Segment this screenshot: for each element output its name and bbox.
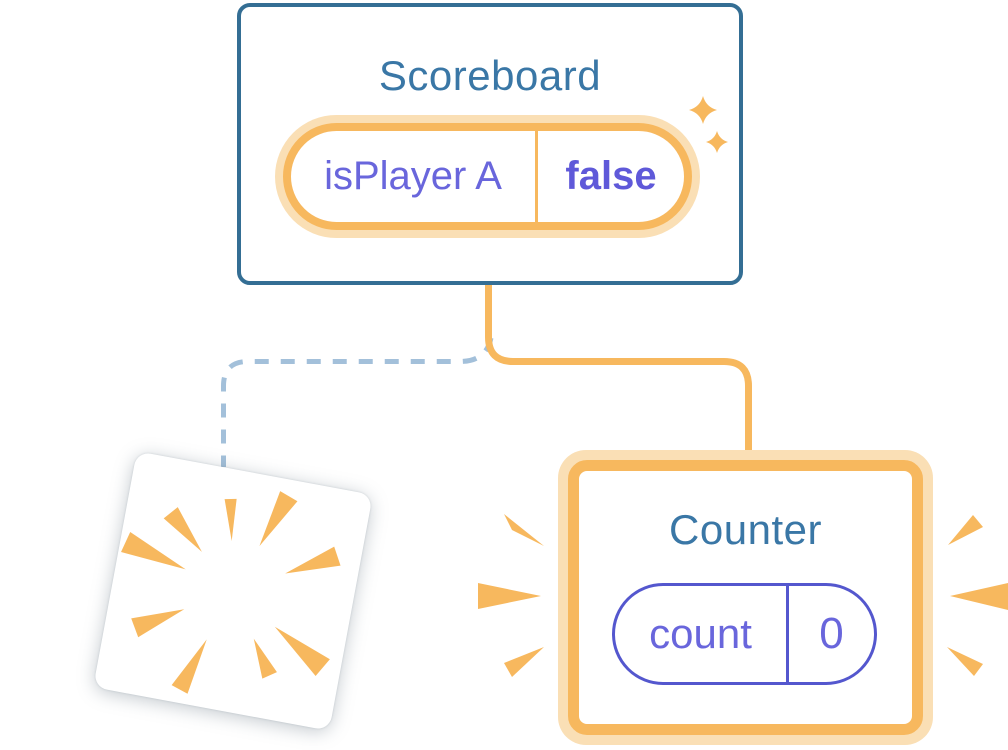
count-pill: count 0 [612, 583, 877, 685]
scoreboard-title: Scoreboard [378, 52, 602, 99]
count-label: count [649, 610, 752, 657]
removed-edge-dashed-line [221, 337, 494, 467]
destroyed-component-square [93, 451, 373, 731]
counter-title: Counter [669, 506, 822, 553]
counter-card-highlight: Counter count 0 [558, 450, 933, 745]
active-edge-orange-line [485, 281, 752, 455]
sparkle-icon-large [689, 96, 717, 124]
counter-card: Counter count 0 [568, 460, 923, 735]
state-pill-highlight: isPlayer A false [275, 115, 700, 238]
state-pill-value-cell: false [538, 131, 684, 222]
state-pill-label-cell: isPlayer A [291, 131, 535, 222]
state-pill-divider [535, 131, 538, 222]
sparkle-icons [689, 96, 728, 153]
state-label: isPlayer A [324, 154, 502, 198]
count-pill-value-cell: 0 [789, 586, 874, 682]
explosion-burst-icon [121, 491, 341, 694]
state-pill: isPlayer A false [283, 123, 692, 230]
count-pill-divider [786, 586, 789, 682]
sparkle-icon-small [706, 131, 728, 153]
burst-left-icon [478, 514, 544, 677]
count-value: 0 [819, 609, 844, 658]
scoreboard-card: Scoreboard isPlayer A false [237, 3, 743, 285]
state-value: false [565, 154, 657, 198]
count-pill-label-cell: count [615, 586, 786, 682]
burst-right-icon [947, 515, 1008, 676]
